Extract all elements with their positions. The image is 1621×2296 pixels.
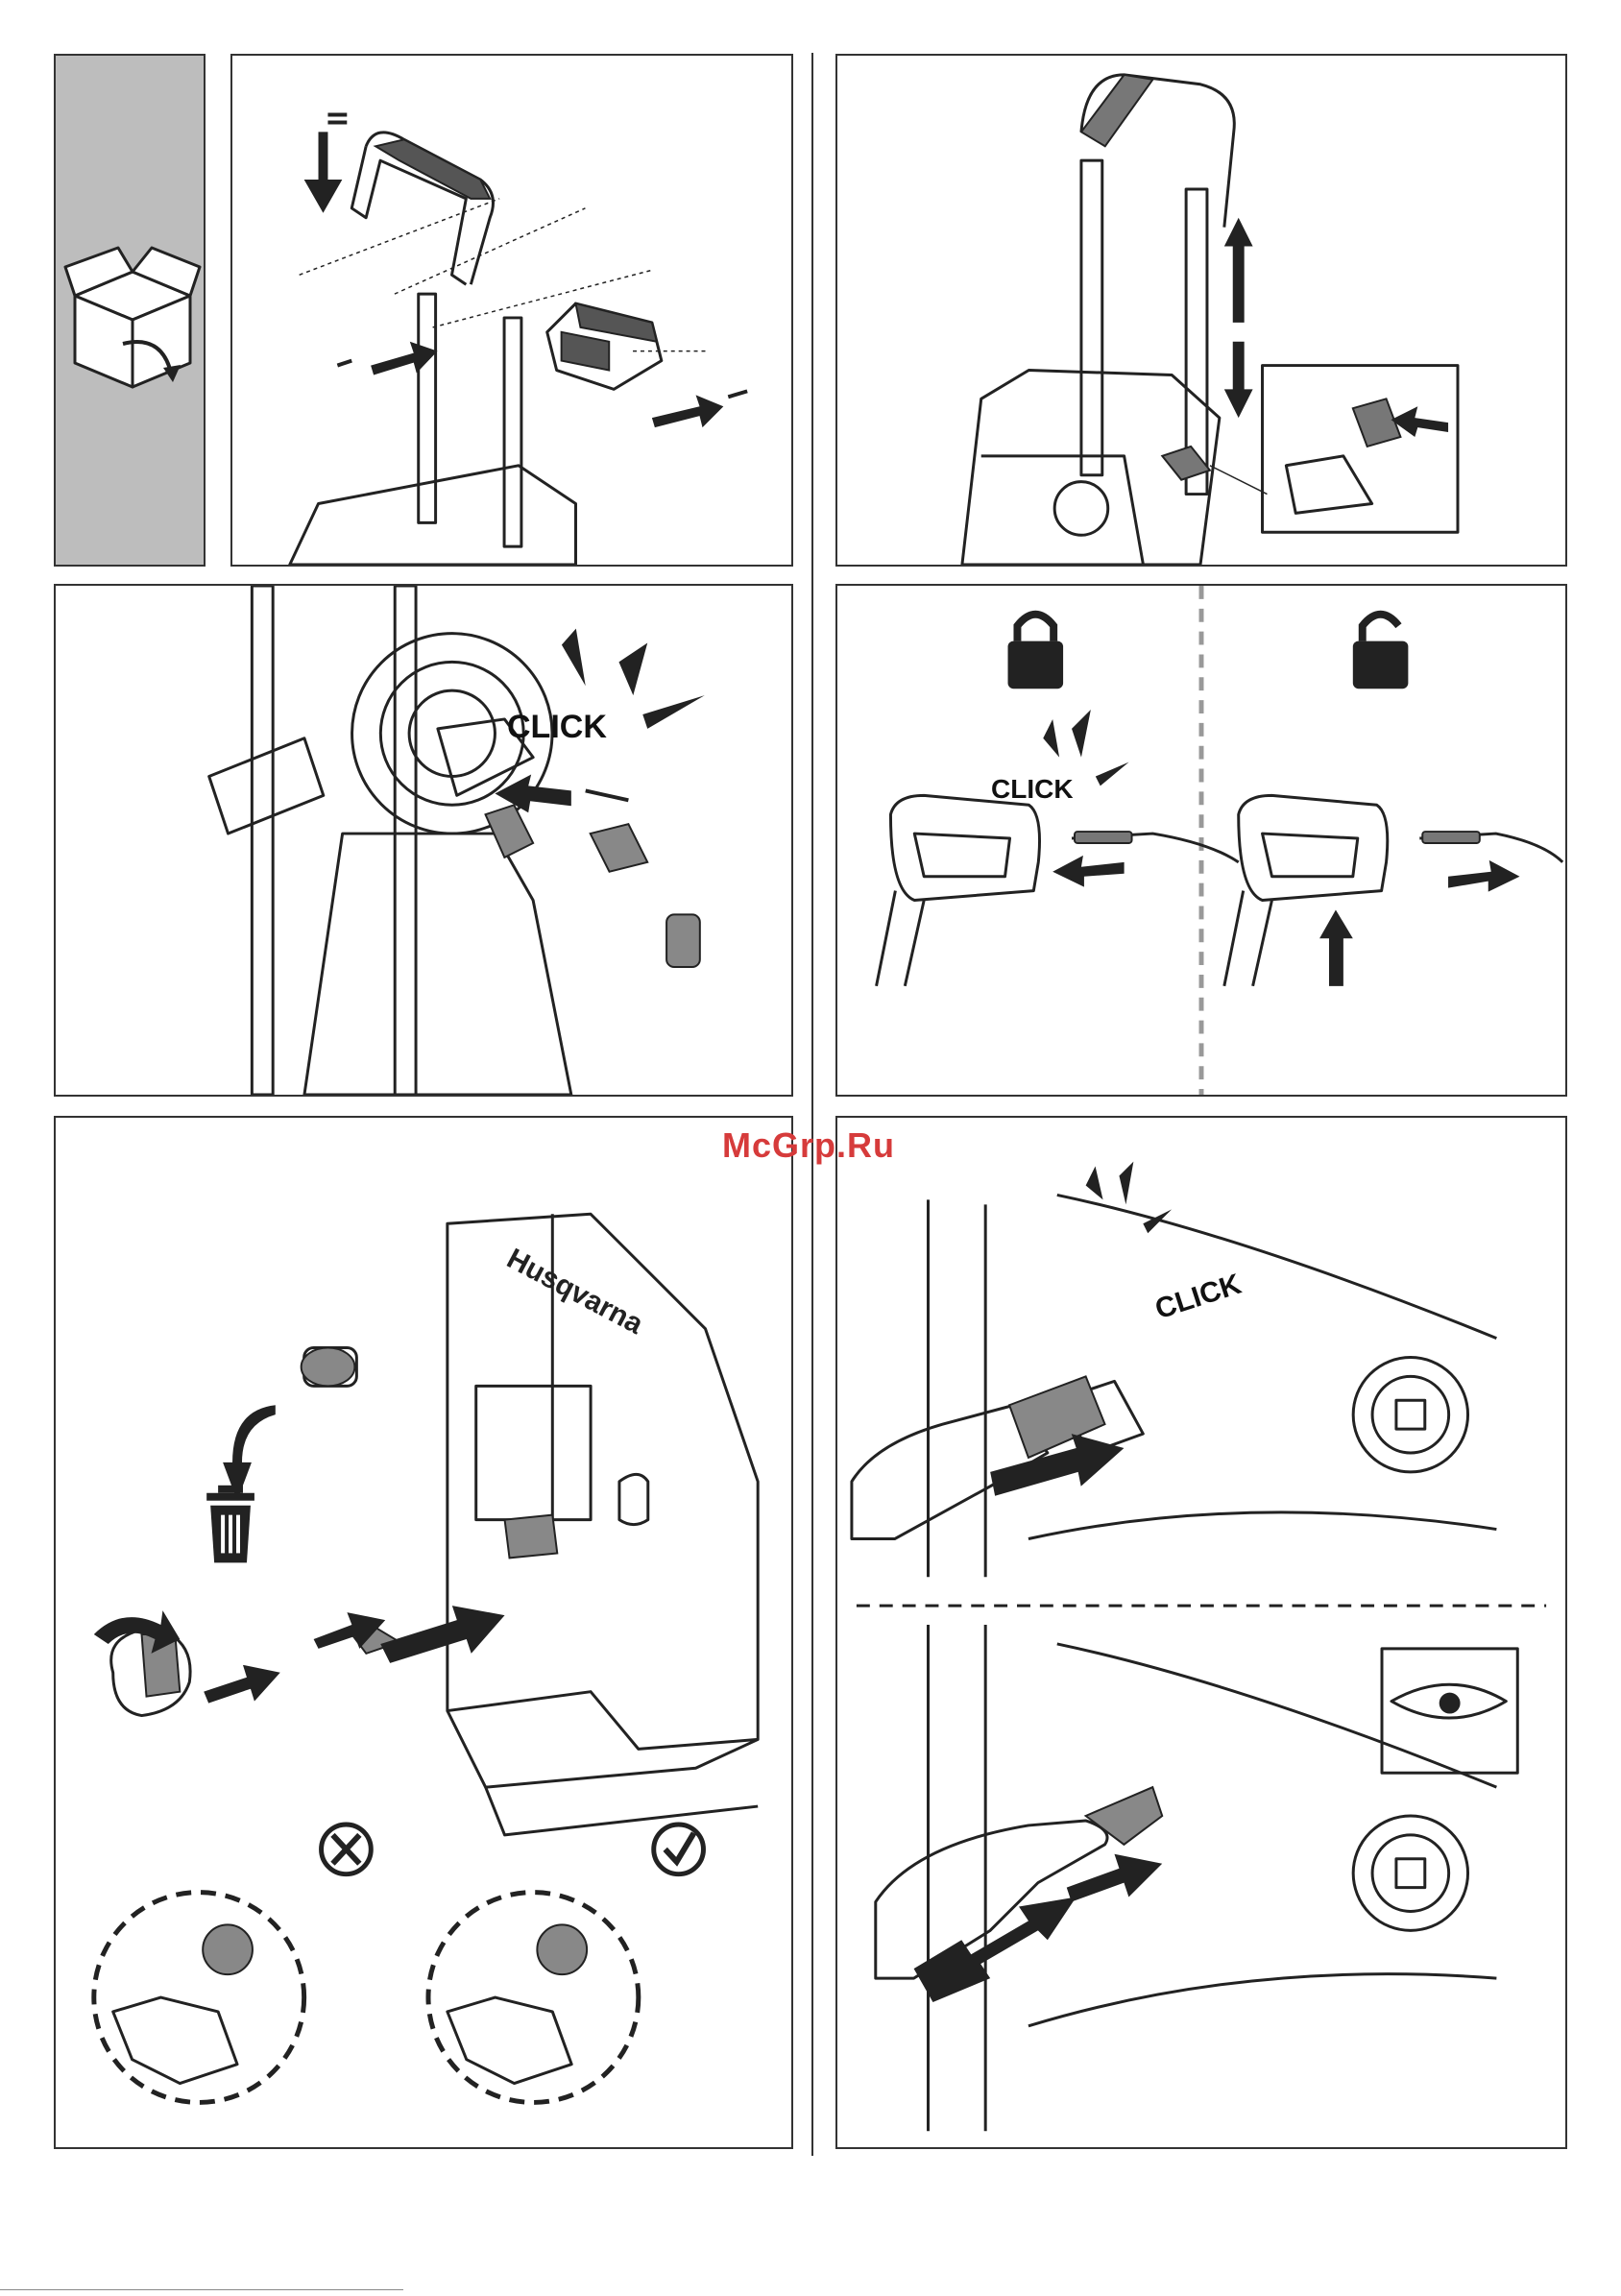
panel-trigger-lock: CLICK (835, 584, 1567, 1097)
panel-handle-assembly (230, 54, 793, 567)
panel-hose-connection: CLICK (835, 1116, 1567, 2149)
hose-connection-illustration (837, 1118, 1565, 2147)
unlock-icon (1353, 615, 1409, 689)
hose-reel-illustration (56, 586, 791, 1095)
unbox-strip (54, 54, 206, 567)
lock-icon (1008, 615, 1064, 689)
unbox-icon (56, 56, 207, 568)
click-label: CLICK (507, 709, 607, 746)
panel-hose-reel: CLICK (54, 584, 793, 1097)
panel-telescopic-handle (835, 54, 1567, 567)
trigger-lock-illustration (837, 586, 1565, 1095)
water-inlet-illustration (56, 1118, 791, 2147)
bottom-rule (0, 2289, 403, 2294)
eye-icon (1440, 1693, 1461, 1714)
column-divider (811, 53, 813, 2156)
cross-icon (322, 1825, 372, 1874)
trash-icon (206, 1486, 254, 1563)
handle-assembly-illustration (232, 56, 791, 565)
click-label: CLICK (991, 774, 1074, 805)
check-icon (654, 1825, 704, 1874)
telescopic-handle-illustration (837, 56, 1565, 565)
panel-water-inlet: Husqvarna (54, 1116, 793, 2149)
watermark: McGrp.Ru (722, 1125, 895, 1166)
